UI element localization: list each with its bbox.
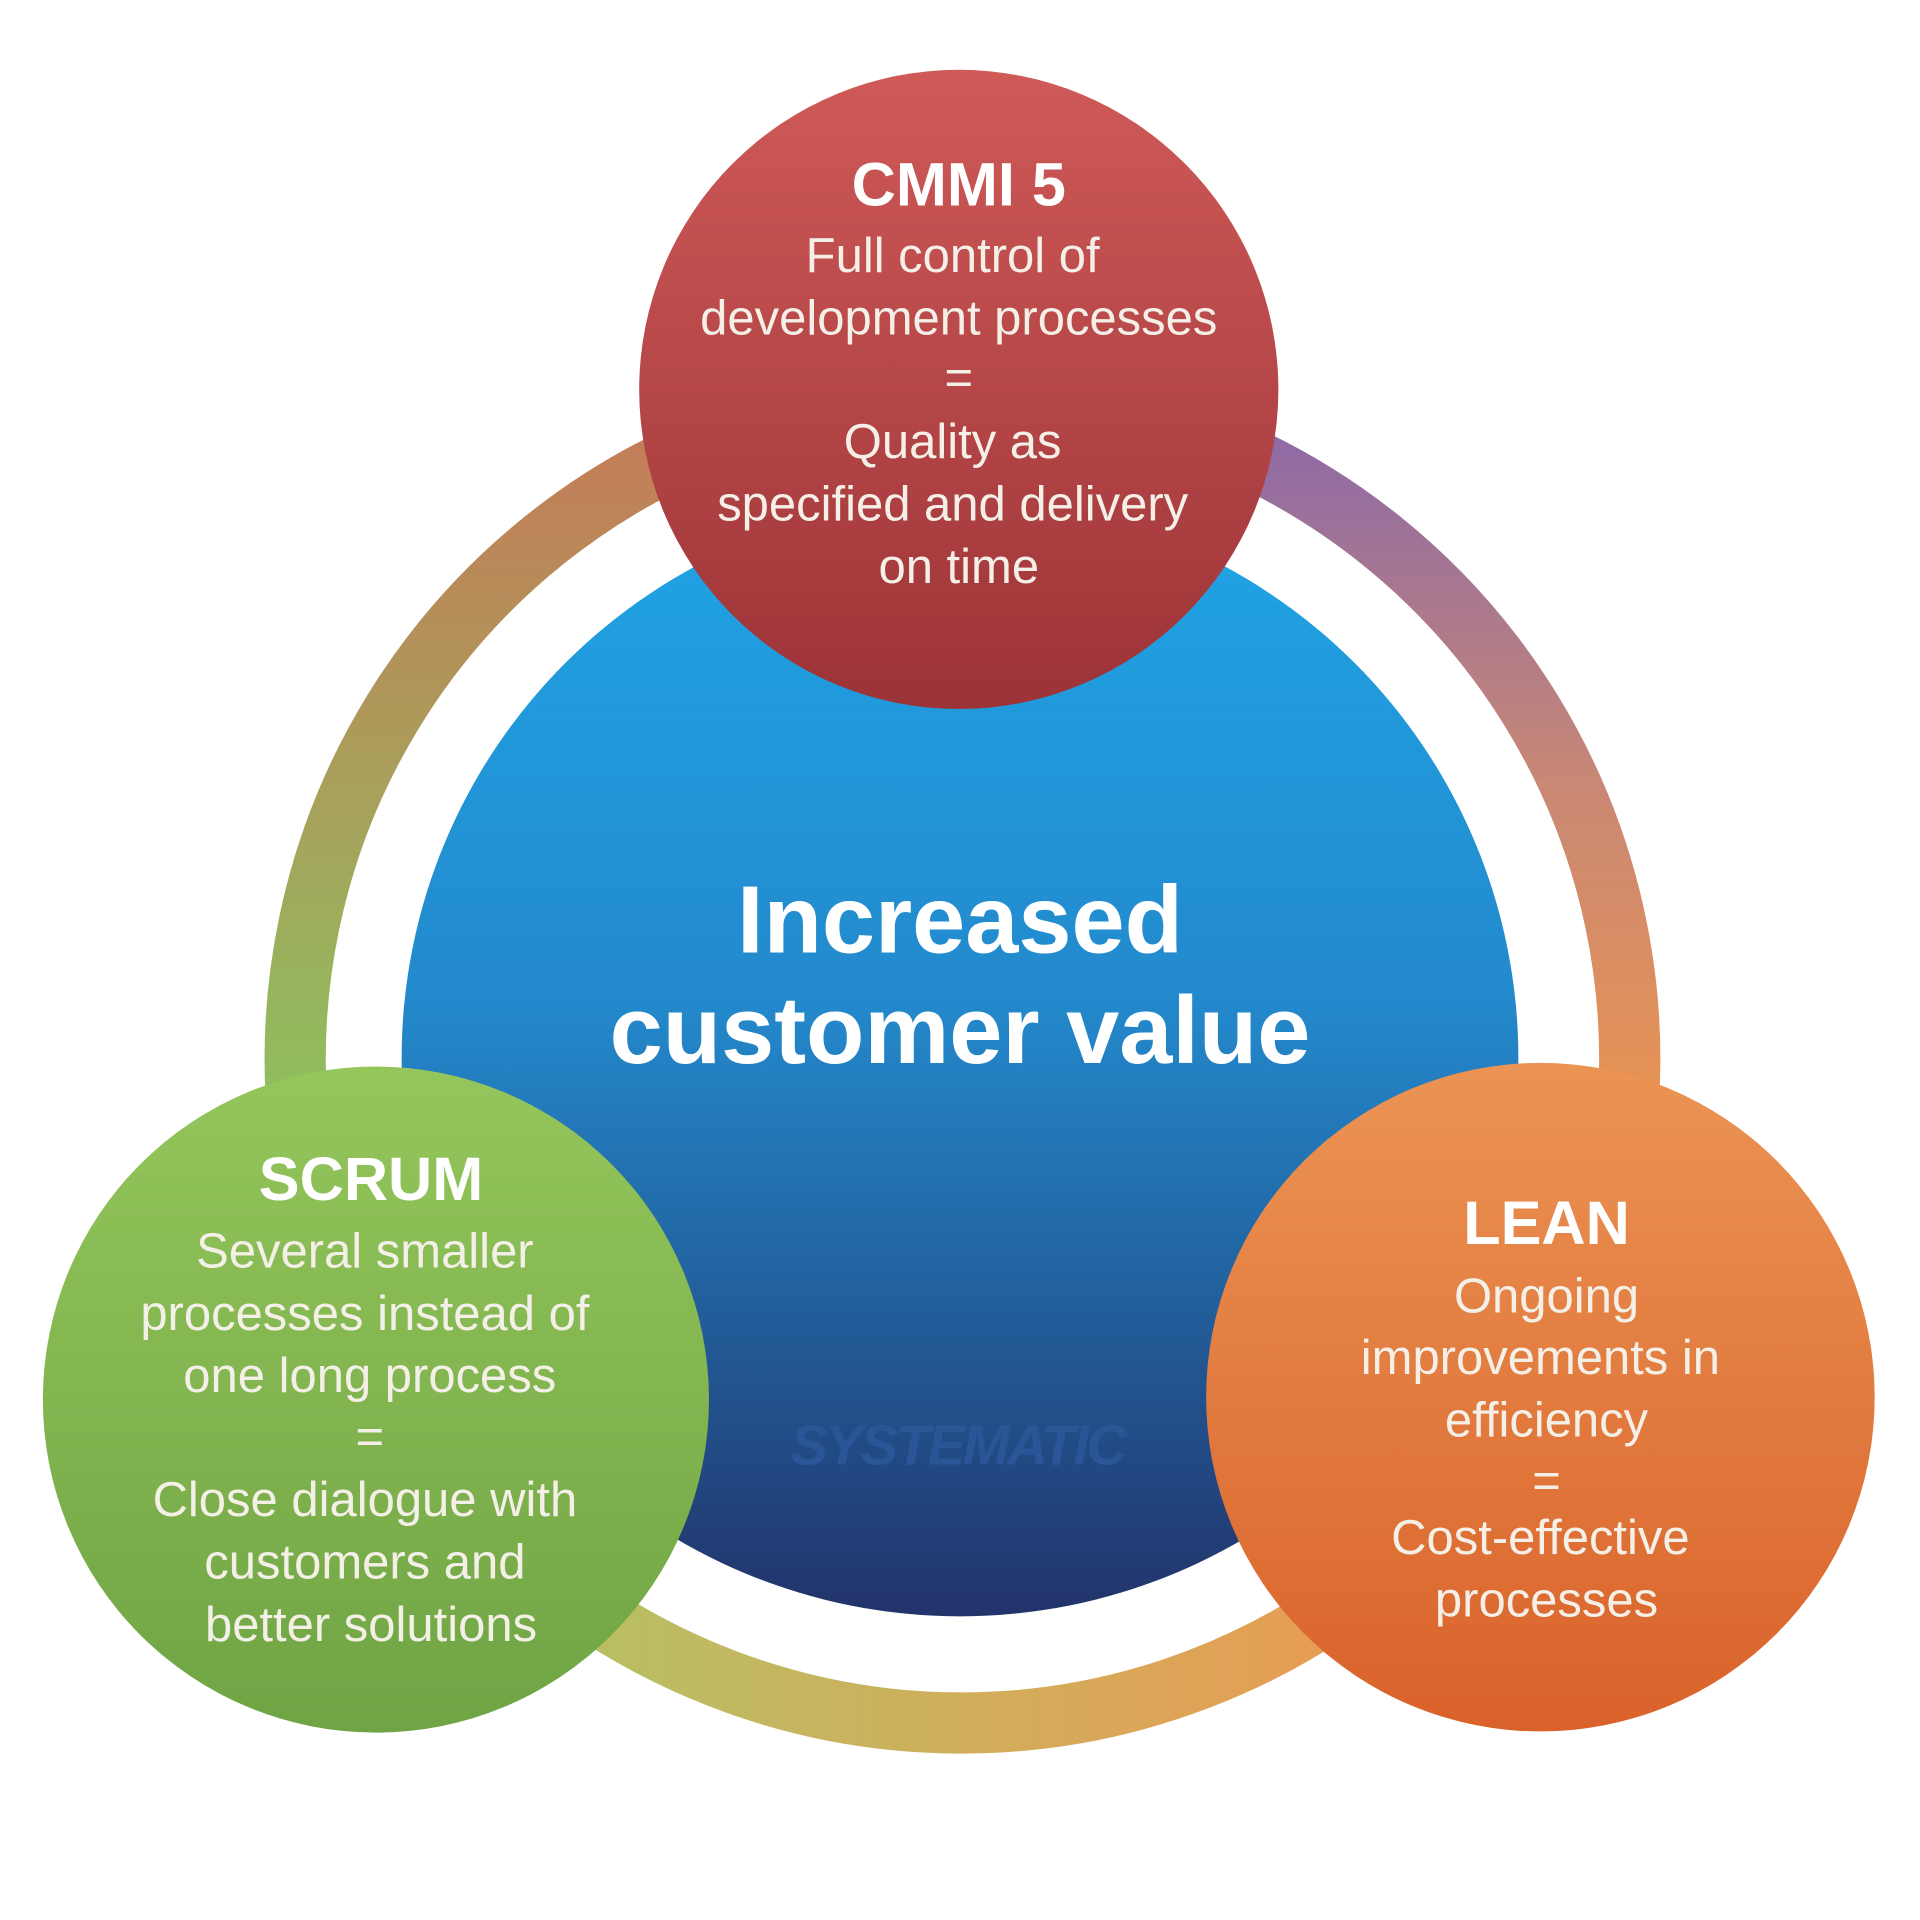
node-lean-line: Ongoing — [1454, 1270, 1639, 1324]
ring-arc-right — [1183, 405, 1661, 1143]
systematic-watermark-logo: SYSTEMATIC — [790, 1413, 1128, 1476]
node-scrum-line: Close dialogue with — [153, 1473, 578, 1527]
ring-arc-bottom — [506, 1538, 1416, 1754]
node-cmmi5: CMMI 5 Full control of development proce… — [639, 69, 1279, 709]
center-title-line-2: customer value — [610, 978, 1311, 1084]
node-cmmi5-line: development processes — [700, 291, 1217, 345]
cycle-ring — [264, 404, 1661, 1754]
node-cmmi5-line: = — [944, 351, 973, 405]
node-cmmi5-line: Quality as — [844, 415, 1062, 469]
node-scrum-title: SCRUM — [259, 1145, 483, 1213]
node-lean-line: efficiency — [1445, 1393, 1649, 1447]
ring-arc-left — [264, 404, 746, 1143]
node-lean-line: processes — [1435, 1573, 1658, 1627]
node-cmmi5-line: Full control of — [806, 229, 1100, 283]
node-cmmi5-title: CMMI 5 — [852, 151, 1066, 219]
node-scrum-line: = — [355, 1410, 384, 1464]
node-lean-line: improvements in — [1361, 1331, 1720, 1385]
node-scrum: SCRUM Several smaller processes instead … — [42, 1066, 709, 1733]
node-scrum-line: Several smaller — [196, 1224, 533, 1278]
node-lean-line: = — [1532, 1455, 1561, 1509]
node-lean-line: Cost-effective — [1391, 1511, 1689, 1565]
node-cmmi5-line: specified and delivery — [717, 477, 1188, 531]
node-lean: LEAN Ongoing improvements in efficiency … — [1206, 1062, 1875, 1732]
node-scrum-line: one long process — [183, 1349, 556, 1403]
center-title-line-1: Increased — [737, 868, 1183, 974]
node-scrum-line: processes instead of — [140, 1287, 590, 1341]
node-cmmi5-line: on time — [878, 540, 1039, 594]
node-scrum-line: better solutions — [205, 1598, 537, 1652]
node-scrum-line: customers and — [204, 1535, 525, 1589]
node-lean-title: LEAN — [1463, 1189, 1630, 1257]
